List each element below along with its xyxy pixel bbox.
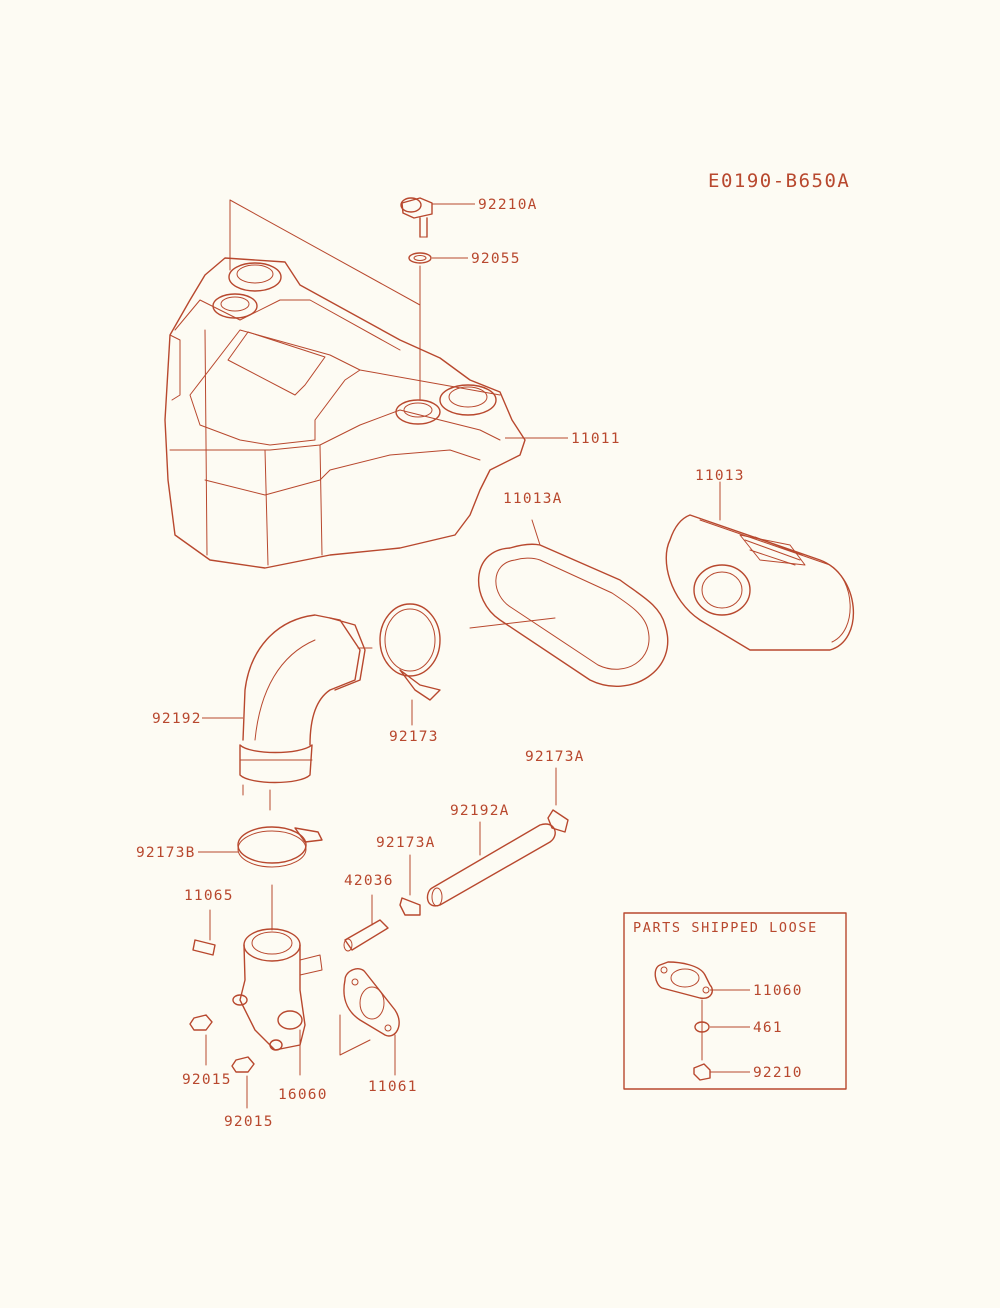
clamp-92173A-top <box>547 767 569 833</box>
part-label-11060[interactable]: 11060 <box>753 983 803 999</box>
part-label-92210A[interactable]: 92210A <box>478 197 538 213</box>
clamp-92173A-mid <box>399 854 421 916</box>
part-label-92173[interactable]: 92173 <box>389 729 439 745</box>
pin-11065 <box>192 909 216 956</box>
elbow-92192 <box>239 614 366 811</box>
part-label-92173A-mid[interactable]: 92173A <box>376 835 436 851</box>
gasket-11061 <box>339 968 400 1076</box>
element-11013 <box>665 481 855 651</box>
diagram-code: E0190-B650A <box>708 170 851 192</box>
part-label-11011[interactable]: 11011 <box>571 431 621 447</box>
part-label-92210[interactable]: 92210 <box>753 1065 803 1081</box>
clamp-92173 <box>357 603 556 726</box>
part-label-16060[interactable]: 16060 <box>278 1087 328 1103</box>
part-label-92192A[interactable]: 92192A <box>450 803 510 819</box>
part-label-461[interactable]: 461 <box>753 1020 783 1036</box>
parts-shipped-loose-title: PARTS SHIPPED LOOSE <box>633 920 818 936</box>
hose-92192A <box>426 821 556 907</box>
knob-92210A-part <box>400 197 433 238</box>
part-label-11061[interactable]: 11061 <box>368 1079 418 1095</box>
part-label-42036[interactable]: 42036 <box>344 873 394 889</box>
nut-92015-b <box>231 1056 255 1109</box>
clamp-92173B <box>237 826 323 931</box>
nut-92015-a <box>189 1014 213 1066</box>
part-label-92173B[interactable]: 92173B <box>136 845 196 861</box>
fitting-42036 <box>343 894 389 952</box>
part-label-92055[interactable]: 92055 <box>471 251 521 267</box>
pre-cleaner-11013A <box>478 519 669 687</box>
part-label-92015-a[interactable]: 92015 <box>182 1072 232 1088</box>
part-label-92173A-top[interactable]: 92173A <box>525 749 585 765</box>
part-label-11013A[interactable]: 11013A <box>503 491 563 507</box>
part-label-92192[interactable]: 92192 <box>152 711 202 727</box>
part-label-92015-b[interactable]: 92015 <box>224 1114 274 1130</box>
part-label-11065[interactable]: 11065 <box>184 888 234 904</box>
pipe-joint-16060 <box>232 928 323 1076</box>
air-cleaner-housing <box>164 199 526 569</box>
washer-92055-part <box>408 252 432 401</box>
part-label-11013[interactable]: 11013 <box>695 468 745 484</box>
leader-lines <box>198 203 750 1073</box>
parts-shipped-loose-box <box>623 912 847 1090</box>
